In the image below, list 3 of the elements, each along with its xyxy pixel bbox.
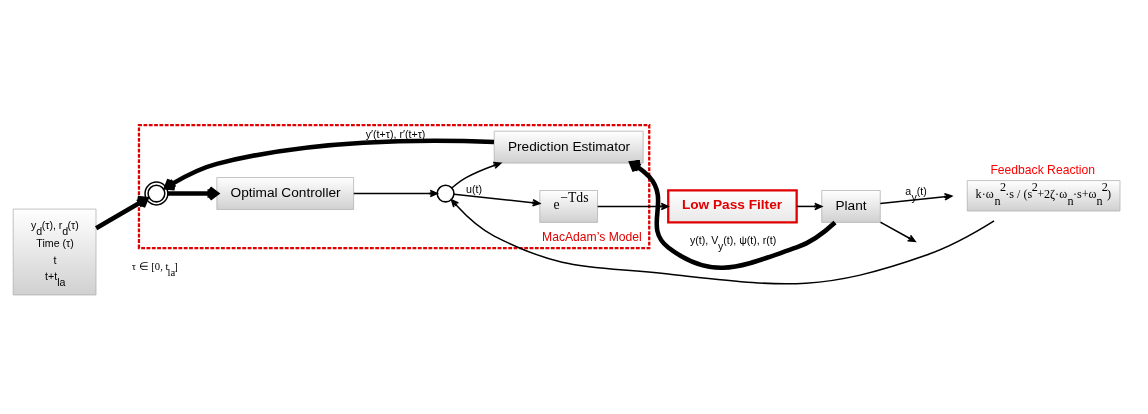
edge-label: y′(t+τ), r′(t+τ) (365, 128, 426, 141)
node-label: Feedback Reaction (990, 162, 1096, 177)
edge-label: u(t) (466, 182, 483, 195)
